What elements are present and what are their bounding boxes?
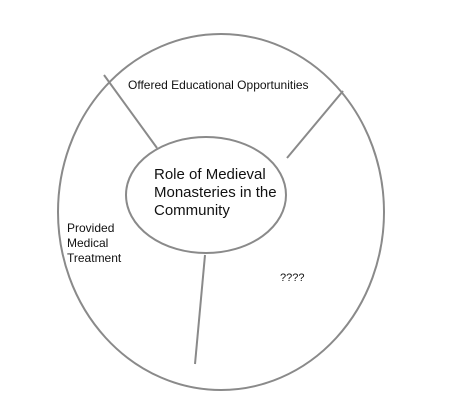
segment-label-top: Offered Educational Opportunities xyxy=(128,78,309,92)
center-title-line-2: Monasteries in the xyxy=(154,184,277,201)
center-title-line-1: Role of Medieval xyxy=(154,166,266,183)
segment-label-left-line-3: Treatment xyxy=(67,251,122,265)
center-title-line-3: Community xyxy=(154,202,230,219)
segment-label-left: Provided Medical Treatment xyxy=(67,221,121,266)
segment-label-left-line-1: Provided xyxy=(67,221,115,235)
divider-line-upper-left xyxy=(103,74,158,149)
outer-circle xyxy=(57,33,385,391)
segment-label-right: ???? xyxy=(280,272,305,284)
divider-line-upper-right xyxy=(286,90,344,159)
center-circle xyxy=(125,136,287,254)
divider-line-bottom xyxy=(194,254,206,365)
segment-label-left-line-2: Medical xyxy=(67,236,109,250)
center-title: Role of Medieval Monasteries in the Comm… xyxy=(154,166,277,220)
